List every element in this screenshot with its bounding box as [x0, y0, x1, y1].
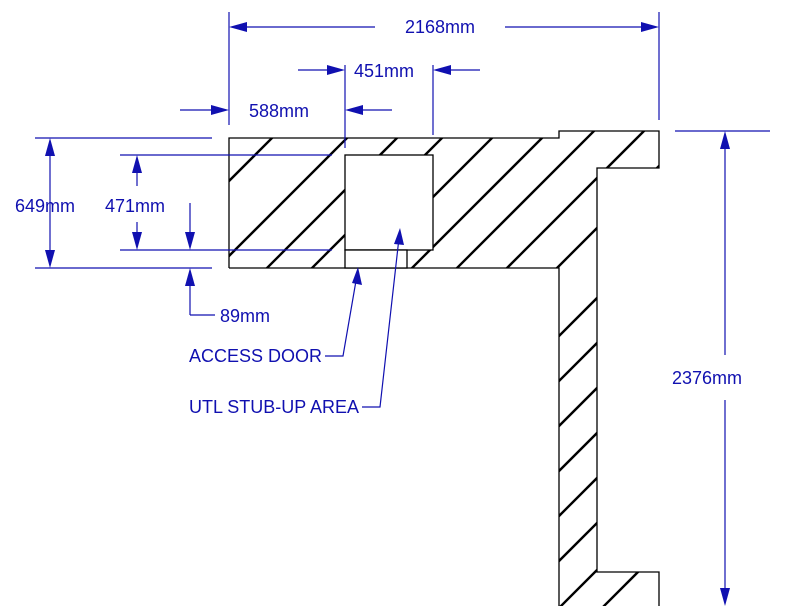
dim-label-offset-to-stub: 588mm	[249, 101, 309, 121]
dim-label-stub-width: 451mm	[354, 61, 414, 81]
callout-stub-up-area: UTL STUB-UP AREA	[189, 397, 359, 417]
access-door-box	[344, 249, 408, 269]
dimension-arrowheads	[45, 22, 730, 606]
callout-access-door: ACCESS DOOR	[189, 346, 322, 366]
dim-label-overall-height: 2376mm	[672, 368, 742, 388]
stub-up-area-box	[344, 154, 434, 251]
dim-label-stub-depth: 471mm	[105, 196, 165, 216]
dim-label-door-depth: 89mm	[220, 306, 270, 326]
dim-label-overall-width: 2168mm	[405, 17, 475, 37]
wall-hatching	[229, 131, 659, 606]
structure-outline	[228, 130, 660, 606]
dim-label-depth-total: 649mm	[15, 196, 75, 216]
dimension-lines	[35, 12, 770, 592]
